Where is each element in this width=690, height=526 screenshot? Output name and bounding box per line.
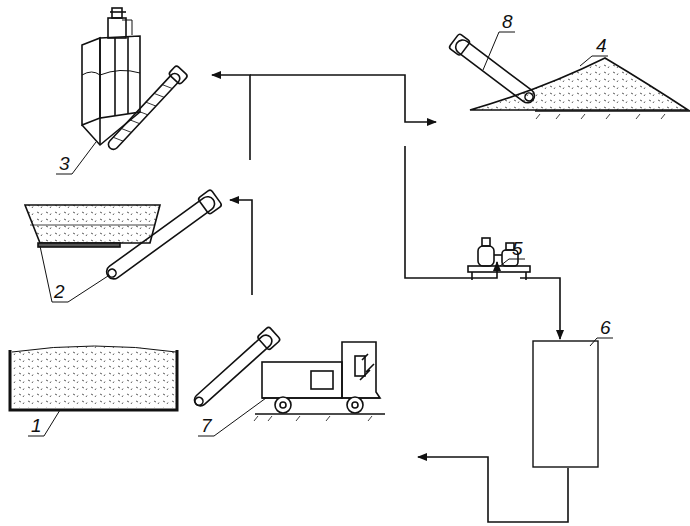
callout-number: 8: [502, 12, 513, 31]
callout-number: 7: [201, 416, 212, 435]
callout-number: 4: [596, 36, 607, 55]
callout-number: 1: [31, 416, 42, 435]
callout-number: 6: [600, 318, 611, 337]
callout-number: 2: [54, 282, 65, 301]
callout-number: 5: [512, 239, 523, 258]
callout-number: 3: [59, 154, 70, 173]
